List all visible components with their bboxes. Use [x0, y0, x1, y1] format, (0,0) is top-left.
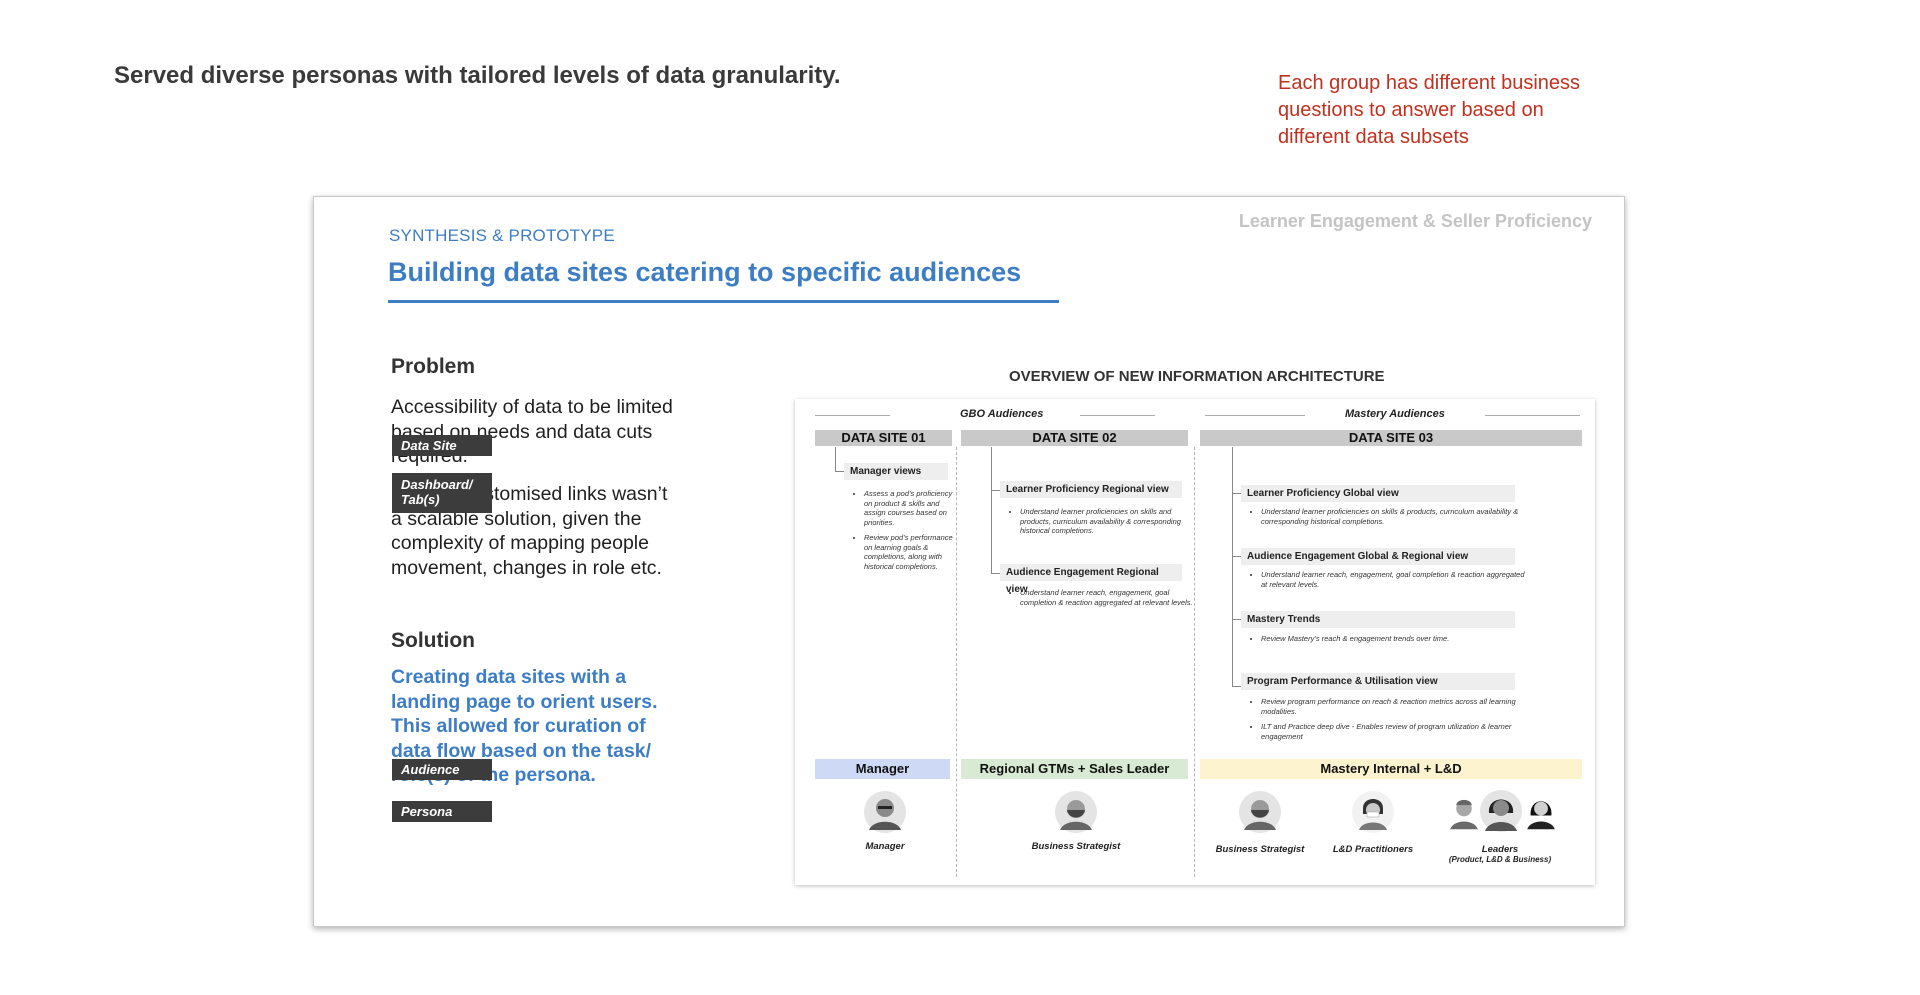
- person-avatar-icon: [1522, 793, 1560, 831]
- audience-mastery: Mastery Internal + L&D: [1200, 759, 1582, 779]
- persona-leaders-detail: (Product, L&D & Business): [1415, 855, 1585, 864]
- view-mastery-trends: Mastery Trends: [1241, 611, 1515, 628]
- bullet-item: Review pod’s performance on learning goa…: [864, 533, 954, 571]
- bullet-item: ILT and Practice deep dive - Enables rev…: [1261, 722, 1529, 741]
- data-site-02-header: DATA SITE 02: [961, 430, 1188, 446]
- persona-manager: Manager: [835, 841, 935, 852]
- tree-branch: [991, 490, 1000, 491]
- bullet-item: Understand learner proficiencies on skil…: [1020, 507, 1202, 536]
- bullet-item: Understand learner reach, engagement, go…: [1020, 588, 1202, 607]
- bullet-list: Understand learner reach, engagement, go…: [1006, 588, 1202, 613]
- row-label-audience: Audience: [392, 759, 492, 780]
- architecture-title: OVERVIEW OF NEW INFORMATION ARCHITECTURE: [1009, 368, 1385, 385]
- corner-label: Learner Engagement & Seller Proficiency: [1239, 211, 1592, 232]
- architecture-panel: GBO Audiences Mastery Audiences DATA SIT…: [795, 399, 1595, 885]
- problem-paragraph-1: Accessibility of data to be limited base…: [391, 395, 681, 469]
- view-manager-views: Manager views: [844, 463, 948, 480]
- title-underline: [388, 300, 1059, 303]
- person-avatar-icon: [1445, 793, 1483, 831]
- person-avatar-icon: [1351, 790, 1395, 834]
- tree-branch: [991, 573, 1000, 574]
- persona-business-strategist: Business Strategist: [1011, 841, 1141, 852]
- problem-heading: Problem: [391, 355, 475, 379]
- row-label-data-site: Data Site: [392, 435, 492, 456]
- slide-kicker: SYNTHESIS & PROTOTYPE: [389, 226, 615, 246]
- bullet-item: Review program performance on reach & re…: [1261, 697, 1529, 716]
- tree-branch: [1232, 556, 1241, 557]
- data-site-03-header: DATA SITE 03: [1200, 430, 1582, 446]
- solution-heading: Solution: [391, 629, 475, 653]
- view-program-performance: Program Performance & Utilisation view: [1241, 673, 1515, 690]
- bullet-item: Understand learner reach, engagement, go…: [1261, 570, 1529, 589]
- audience-manager: Manager: [815, 759, 950, 779]
- tree-connector: [991, 447, 992, 574]
- persona-ld-practitioners: L&D Practitioners: [1313, 844, 1433, 855]
- gbo-line-left: [815, 415, 890, 416]
- tree-branch: [1232, 493, 1241, 494]
- person-avatar-icon: [1054, 790, 1098, 834]
- audience-regional: Regional GTMs + Sales Leader: [961, 759, 1188, 779]
- bullet-item: Understand learner proficiencies on skil…: [1261, 507, 1529, 526]
- mastery-line-right: [1485, 415, 1580, 416]
- bullet-item: Assess a pod’s proficiency on product & …: [864, 489, 954, 527]
- person-avatar-icon: [863, 790, 907, 834]
- bullet-list: Review Mastery’s reach & engagement tren…: [1247, 634, 1529, 650]
- persona-business-strategist: Business Strategist: [1195, 844, 1325, 855]
- bullet-item: Review Mastery’s reach & engagement tren…: [1261, 634, 1529, 644]
- mastery-line-left: [1205, 415, 1305, 416]
- bullet-list: Understand learner reach, engagement, go…: [1247, 570, 1529, 595]
- side-note: Each group has different business questi…: [1278, 70, 1608, 151]
- view-audience-engagement-regional: Audience Engagement Regional view: [1000, 564, 1182, 581]
- view-learner-proficiency-global: Learner Proficiency Global view: [1241, 485, 1515, 502]
- bullet-list: Understand learner proficiencies on skil…: [1006, 507, 1202, 542]
- person-avatar-icon: [1479, 789, 1523, 833]
- row-label-dashboard: Dashboard/ Tab(s): [392, 473, 492, 513]
- bullet-list: Assess a pod’s proficiency on product & …: [850, 489, 954, 577]
- tree-branch: [835, 471, 844, 472]
- view-audience-engagement-global: Audience Engagement Global & Regional vi…: [1241, 548, 1515, 565]
- mastery-audiences-label: Mastery Audiences: [1345, 408, 1445, 420]
- tree-connector: [1232, 447, 1233, 687]
- row-label-persona: Persona: [392, 801, 492, 822]
- bullet-list: Understand learner proficiencies on skil…: [1247, 507, 1529, 532]
- data-site-01-header: DATA SITE 01: [815, 430, 952, 446]
- column-divider: [956, 447, 957, 877]
- tree-branch: [1232, 619, 1241, 620]
- view-learner-proficiency-regional: Learner Proficiency Regional view: [1000, 481, 1182, 498]
- gbo-audiences-label: GBO Audiences: [960, 408, 1043, 420]
- tree-connector: [835, 447, 836, 472]
- slide-title: Building data sites catering to specific…: [388, 257, 1021, 288]
- page-headline: Served diverse personas with tailored le…: [114, 62, 840, 90]
- tree-branch: [1232, 686, 1241, 687]
- gbo-line-right: [1080, 415, 1155, 416]
- persona-leaders: Leaders: [1435, 844, 1565, 855]
- person-avatar-icon: [1238, 790, 1282, 834]
- bullet-list: Review program performance on reach & re…: [1247, 697, 1529, 747]
